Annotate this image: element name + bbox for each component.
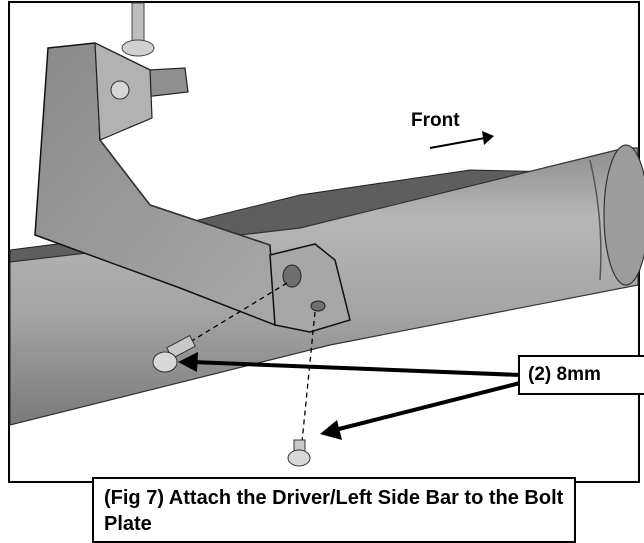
callout-arrow-upper: [191, 360, 521, 377]
callout-arrow-lower: [334, 381, 521, 432]
bolt-lower: [287, 439, 311, 467]
fastener-callout: (2) 8mm: [518, 355, 644, 395]
mounting-stud: [131, 2, 145, 46]
bolt-upper: [152, 334, 196, 373]
front-arrowhead: [482, 131, 494, 145]
tube-join: [589, 159, 602, 281]
alignment-line-upper: [184, 282, 288, 346]
tube-end: [603, 144, 644, 286]
callout-arrowhead-upper: [178, 352, 198, 372]
plate-hole-upper: [282, 264, 302, 288]
callout-arrowhead-lower: [320, 420, 342, 440]
bracket-upper-bolt: [110, 80, 130, 100]
plate-hole-lower: [310, 300, 326, 312]
alignment-line-lower: [301, 311, 316, 443]
front-arrow-icon: [429, 137, 486, 149]
front-direction-label: Front: [411, 110, 460, 131]
stud-nut: [121, 39, 155, 57]
figure-caption: (Fig 7) Attach the Driver/Left Side Bar …: [92, 477, 576, 543]
